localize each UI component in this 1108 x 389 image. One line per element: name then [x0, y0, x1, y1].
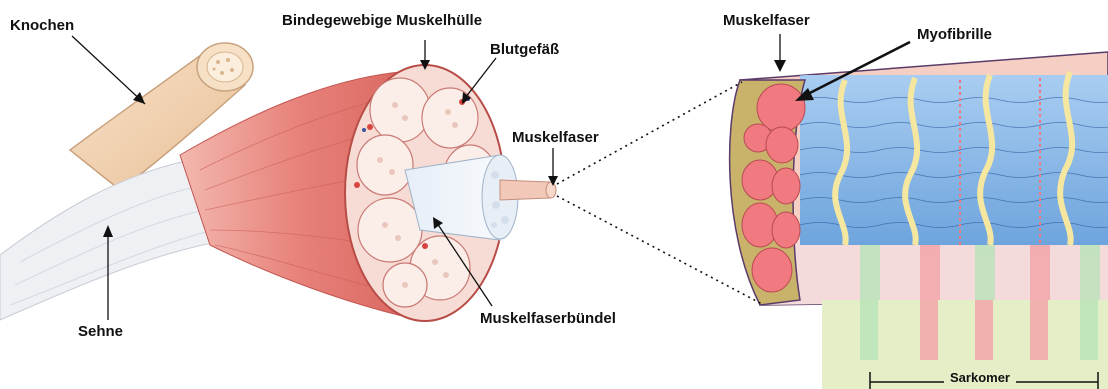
- label-muskelfaser-left: Muskelfaser: [512, 130, 599, 145]
- label-blutgefaess: Blutgefäß: [490, 42, 559, 57]
- label-bindegewebige-muskelhuelle: Bindegewebige Muskelhülle: [282, 13, 482, 28]
- single-fiber: [500, 180, 550, 200]
- muscle-cross-section: [345, 65, 556, 321]
- label-sehne: Sehne: [78, 324, 123, 339]
- muscle-fiber-detail: [730, 52, 1108, 310]
- label-muskelfaserbuendel: Muskelfaserbündel: [480, 311, 616, 326]
- label-muskelfaser-right: Muskelfaser: [723, 13, 810, 28]
- label-sarkomer: Sarkomer: [944, 371, 1016, 384]
- label-myofibrille: Myofibrille: [917, 27, 992, 42]
- label-knochen: Knochen: [10, 18, 74, 33]
- myofibril: [757, 84, 805, 132]
- arrowhead-muskelfaser-right: [774, 60, 786, 72]
